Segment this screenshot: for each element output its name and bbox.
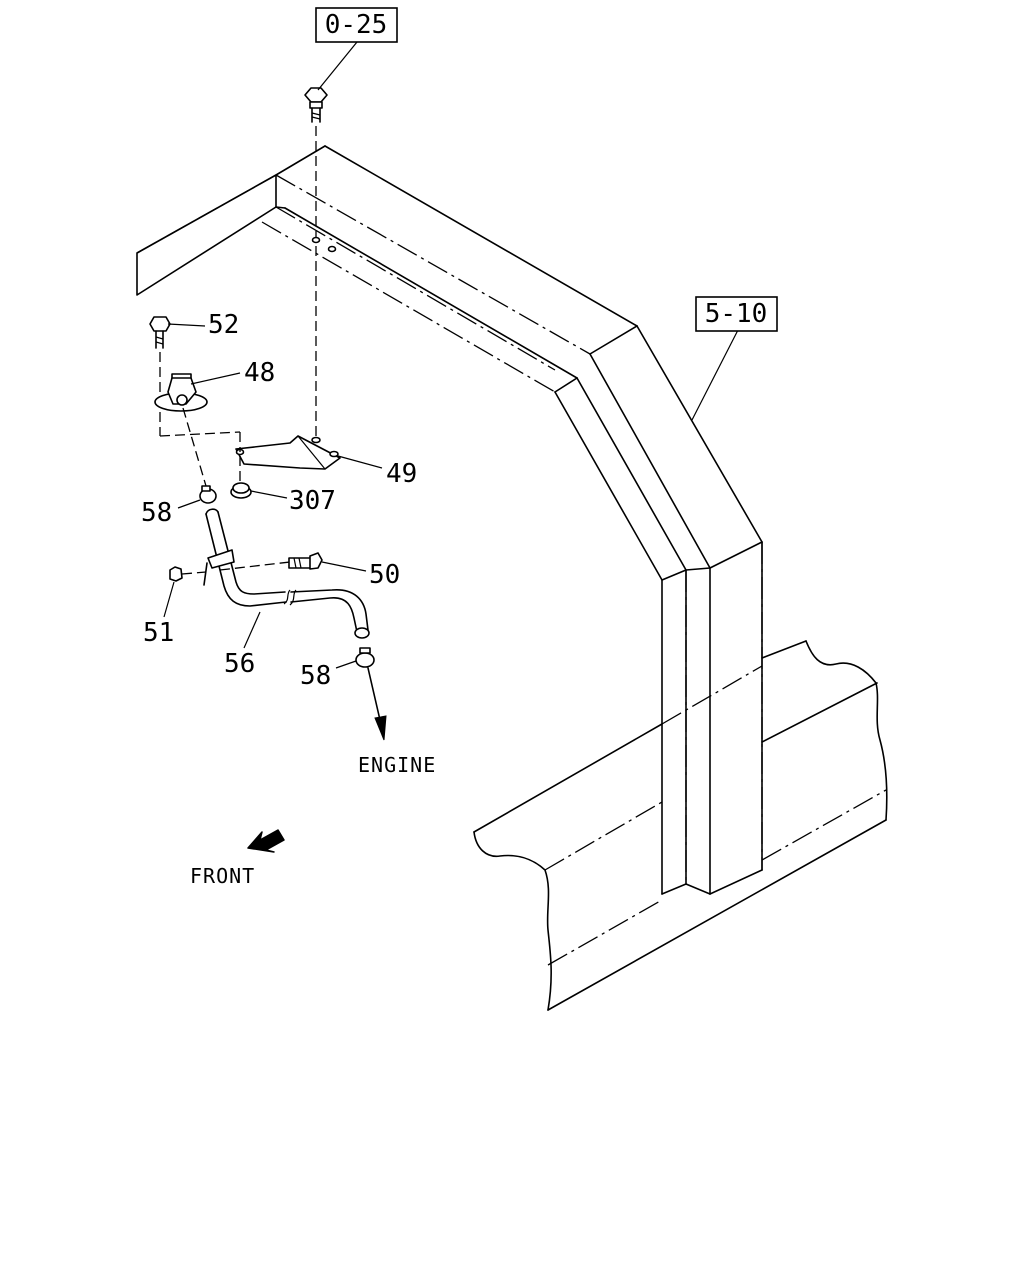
callout-58-lower: 58 [300,661,331,691]
callout-48: 48 [244,358,275,388]
ref-box-0-25 [315,7,398,43]
ref-label-0-25: 0-25 [325,10,388,40]
bracket-49 [235,435,341,470]
clamp-58-upper [199,485,217,504]
nut-307 [230,456,252,499]
hose-56 [203,508,370,639]
callout-50: 50 [369,560,400,590]
bolt-52 [149,316,171,400]
callout-58-upper: 58 [141,498,172,528]
ref-label-5-10: 5-10 [705,299,768,329]
callout-56: 56 [224,649,255,679]
callout-52: 52 [208,310,239,340]
part-48 [154,373,241,487]
bolt-50 [219,552,323,571]
frame-structure [136,145,763,895]
chassis-rail [473,640,888,1011]
callout-307: 307 [289,486,336,516]
leader-lines [163,41,739,669]
top-bolt [304,87,337,436]
nut-51 [169,566,207,582]
front-arrow-icon [247,829,285,853]
callout-51: 51 [143,618,174,648]
engine-label: ENGINE [358,753,436,777]
clamp-58-lower [355,647,387,741]
callout-49: 49 [386,459,417,489]
front-label: FRONT [190,864,255,888]
ref-box-5-10 [695,296,778,332]
